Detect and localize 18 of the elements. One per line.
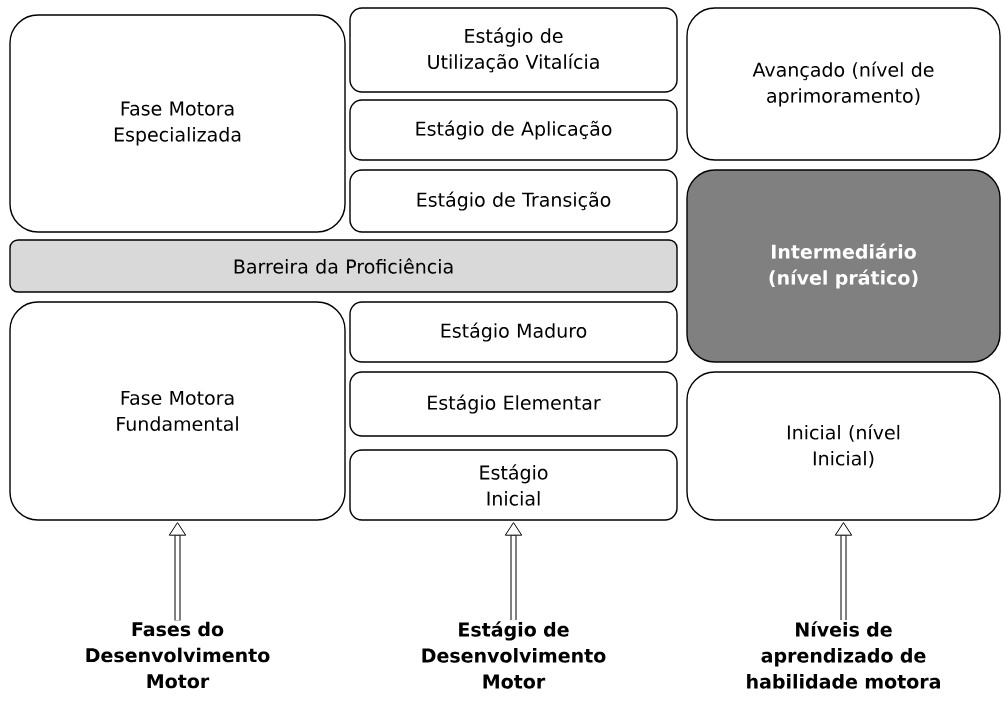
axis-caption: Estágio de Desenvolvimento Motor	[422, 621, 606, 689]
stage-box: Estágio Inicial	[349, 449, 678, 521]
level-box: Intermediário (nível prático)	[686, 169, 1001, 363]
box: Inicial (nível Inicial)	[686, 371, 1001, 521]
axis-caption: Níveis de aprendizado de habilidade motora	[747, 621, 940, 689]
box: Fase Motora Fundamental	[9, 301, 346, 521]
stage-box: Estágio de Transição	[349, 169, 678, 233]
stage-box: Estágio Elementar	[349, 371, 678, 437]
arrow	[168, 522, 187, 621]
axis-caption: Fases do Desenvolvimento Motor	[86, 621, 270, 689]
stage-box: Estágio de Utilização Vitalícia	[349, 7, 678, 93]
stage-box: Estágio de Aplicação	[349, 99, 678, 161]
stage-box: Estágio Maduro	[349, 301, 678, 363]
box: Avançado (nível de aprimoramento)	[686, 7, 1001, 161]
arrow	[834, 522, 853, 621]
box: Fase Motora Especializada	[9, 14, 346, 233]
barrier-band: Barreira da Proficiência	[9, 239, 678, 293]
arrow	[504, 522, 523, 621]
